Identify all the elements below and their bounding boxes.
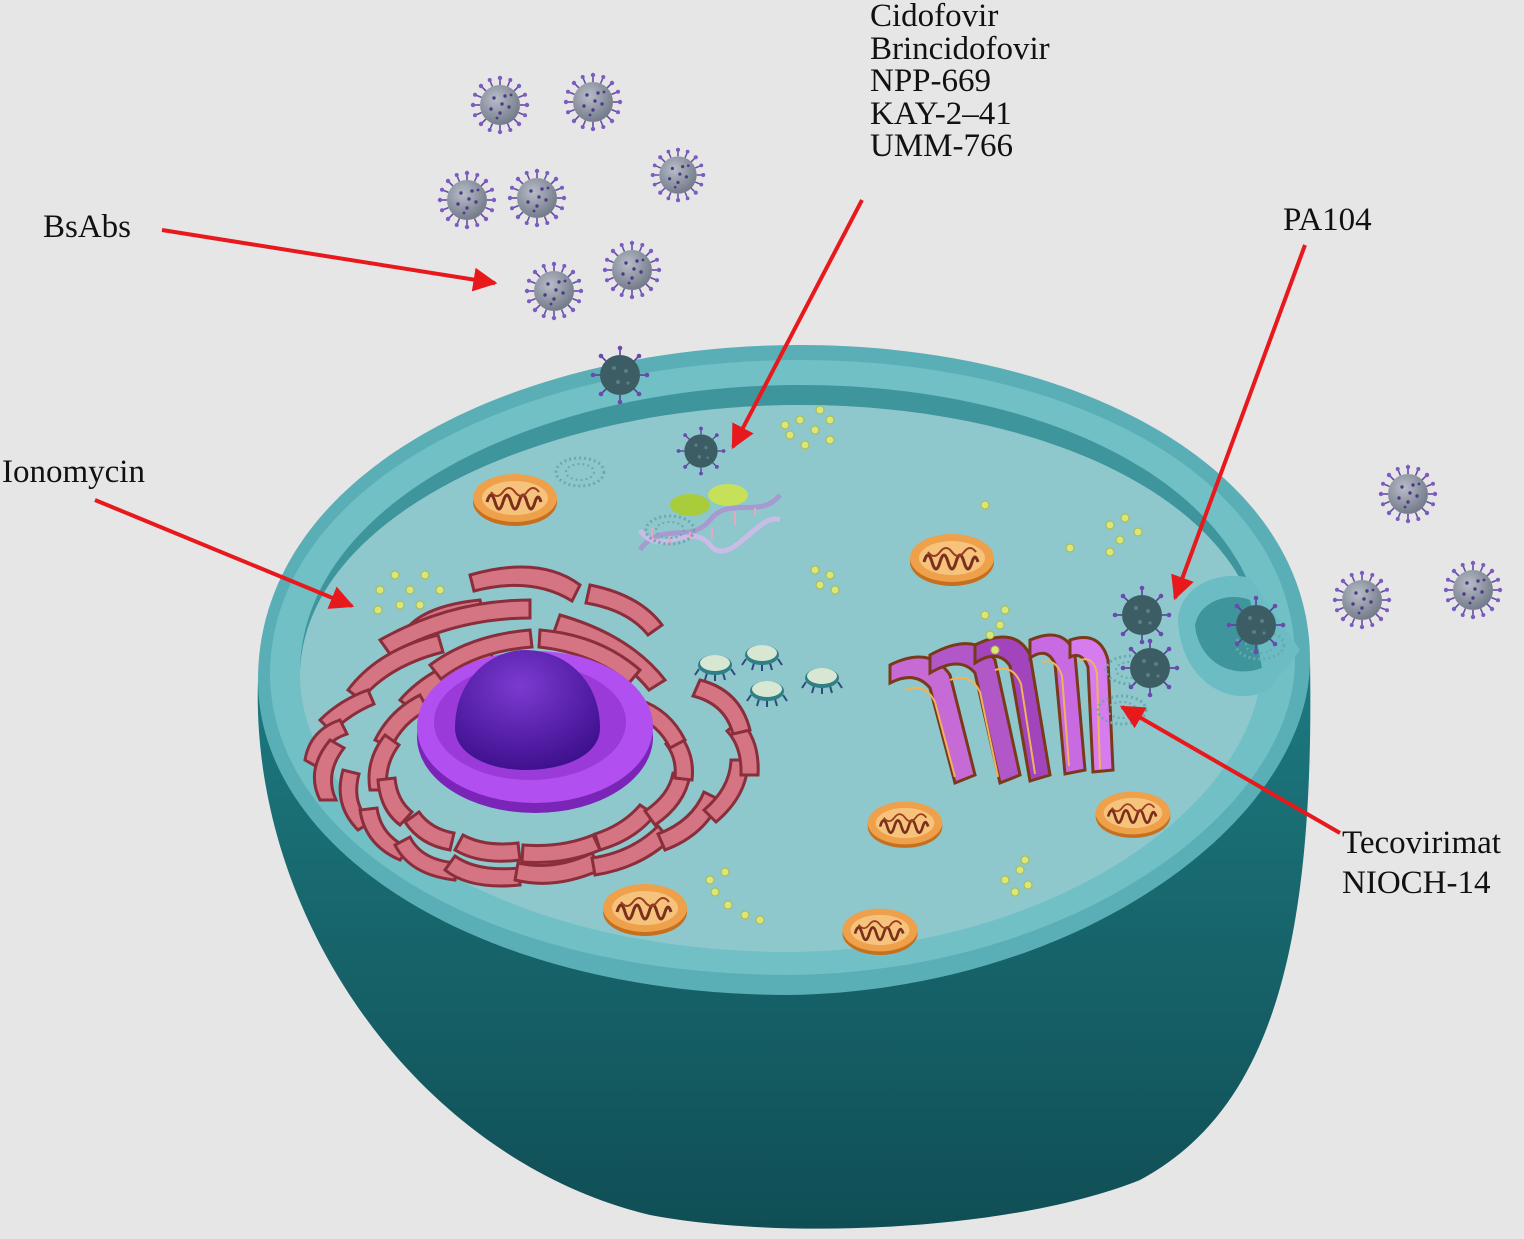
virus-icon (469, 75, 531, 135)
arrow-icon (731, 199, 864, 450)
drug-name: KAY-2–41 (870, 95, 1012, 132)
mitochondrion-icon (841, 907, 919, 957)
virus-icon (506, 168, 568, 228)
pointer-arrows (94, 199, 1342, 835)
virus-icon (523, 260, 585, 322)
virus-icon (1119, 637, 1181, 699)
drug-name: NPP-669 (870, 63, 992, 99)
drug-name: Brincidofovir (870, 30, 1050, 67)
arrow-icon (94, 498, 355, 609)
nucleus-icon (417, 650, 653, 813)
small-vesicle-dots (373, 405, 1143, 925)
arrow-icon (1119, 705, 1342, 835)
label-egress-drugs: Tecovirimat NIOCH-14 (1342, 823, 1501, 903)
mitochondrion-icon (471, 472, 559, 528)
dna-helix-icon (637, 484, 782, 554)
virus-icon (1443, 559, 1503, 621)
label-ionomycin: Ionomycin (2, 454, 145, 490)
virus-icon (1111, 584, 1173, 646)
mitochondrion-icon (866, 800, 944, 850)
virus-icon (1332, 569, 1392, 631)
drug-name: UMM-766 (870, 128, 1014, 164)
virus-icon (1225, 594, 1287, 656)
arrow-icon (1171, 244, 1307, 601)
label-dna-drugs: Cidofovir Brincidofovir NPP-669 KAY-2–41… (870, 0, 1050, 163)
arrow-icon (161, 228, 498, 292)
endoplasmic-reticulum (303, 565, 760, 888)
virus-icon (649, 147, 707, 203)
virus-icon (675, 425, 727, 477)
virus-icon (601, 240, 663, 301)
label-bsabs: BsAbs (43, 209, 132, 245)
virus-icon (562, 72, 624, 132)
mitochondrion-icon (601, 882, 689, 938)
virus-icon (589, 344, 651, 406)
label-pa104: PA104 (1283, 202, 1372, 238)
golgi-icon (888, 633, 1115, 786)
drug-name: NIOCH-14 (1342, 865, 1491, 901)
cell-body (257, 345, 1311, 1229)
drug-name: Tecovirimat (1342, 825, 1501, 861)
mitochondrion-icon (1094, 790, 1172, 840)
drug-name: Cidofovir (870, 0, 999, 34)
mitochondrion-icon (908, 532, 996, 588)
virus-icon (1378, 463, 1438, 525)
virus-icon (436, 170, 498, 230)
